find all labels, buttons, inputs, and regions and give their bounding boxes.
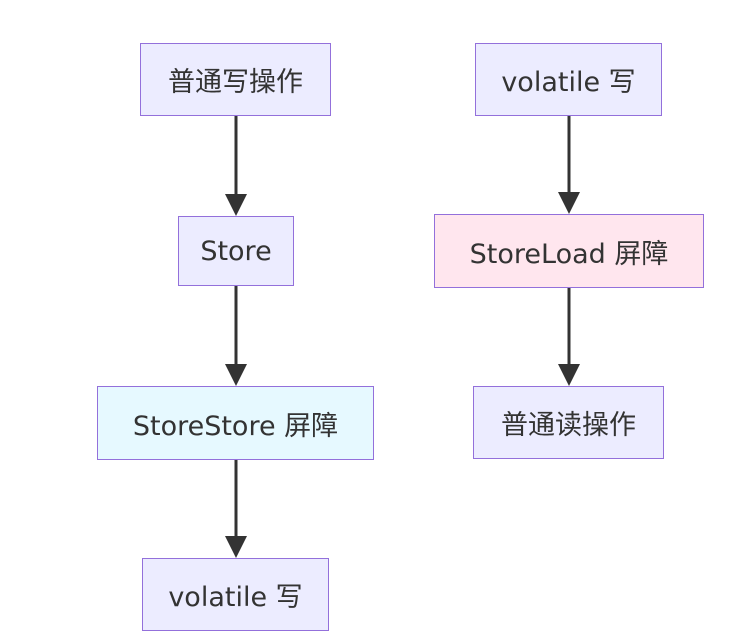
arrowhead-icon — [225, 194, 247, 216]
arrowhead-icon — [225, 536, 247, 558]
node-storeload-barrier: StoreLoad 屏障 — [434, 214, 704, 288]
arrowhead-icon — [558, 364, 580, 386]
node-volatile-write-left: volatile 写 — [142, 558, 329, 631]
node-storestore-barrier: StoreStore 屏障 — [97, 386, 374, 460]
node-volatile-write-right: volatile 写 — [475, 43, 662, 116]
node-normal-write: 普通写操作 — [140, 43, 331, 116]
node-store: Store — [178, 216, 294, 286]
arrowhead-icon — [225, 364, 247, 386]
arrowhead-icon — [558, 192, 580, 214]
node-normal-read: 普通读操作 — [473, 386, 664, 459]
